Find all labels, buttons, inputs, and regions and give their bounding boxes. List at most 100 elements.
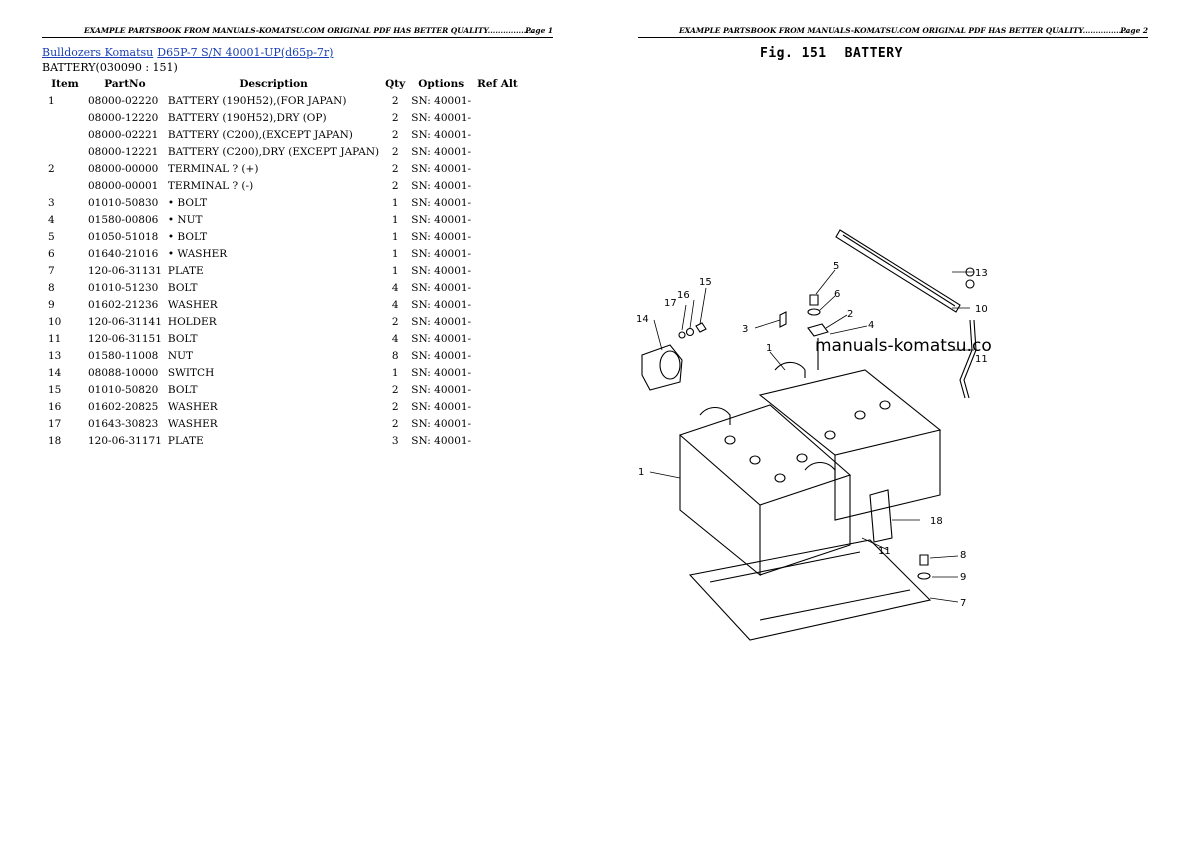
cell-description: TERMINAL ? (-) [167,179,254,192]
bolt-3 [779,311,787,328]
washer-17 [678,331,686,339]
cell-ref-alt [474,228,521,245]
battery-front-right [759,475,851,576]
cell-ref-alt [474,262,521,279]
column-header-item: Item [51,78,79,90]
table-row: 08000-12221 BATTERY (C200),DRY (EXCEPT JA… [42,143,521,160]
cell-qty: 2 [391,315,399,328]
bolt-8 [919,554,929,566]
cell-options: SN: 40001- [411,196,472,209]
callout-15: 15 [699,277,712,288]
cell-item: 8 [48,281,55,294]
cell-options: SN: 40001- [411,264,472,277]
cell-ref-alt [474,313,521,330]
cell-item: 11 [48,332,62,345]
cell-partno: 01640-21016 [88,247,159,260]
cell-ref-alt [474,364,521,381]
battery-front-handle [699,406,731,425]
cell-qty: 1 [391,213,399,226]
cell-description: • WASHER [167,247,228,260]
cell-partno: 08000-00001 [88,179,159,192]
cell-options: SN: 40001- [411,417,472,430]
holder-bar-edge [842,234,956,307]
cell-options: SN: 40001- [411,247,472,260]
bolt-15 [695,322,707,333]
cell-qty: 4 [391,281,399,294]
switch-knob [659,350,681,380]
cell-options: SN: 40001- [411,315,472,328]
callout-13: 13 [975,268,988,279]
cell-item: 6 [48,247,55,260]
callout-14: 14 [636,314,649,325]
cell-partno: 01643-30823 [88,417,159,430]
washer-6 [807,308,821,316]
cell-item: 7 [48,264,55,277]
cell-item: 17 [48,417,62,430]
cell-ref-alt [474,330,521,347]
column-header-options: Options [418,78,465,90]
cell-ref-alt [474,177,521,194]
cell-item: 10 [48,315,62,328]
cell-description: NUT [167,349,193,362]
cell-qty: 2 [391,94,399,107]
callout-1-side: 1 [638,467,644,478]
cell-qty: 4 [391,332,399,345]
page-number: Page 1 [525,26,553,35]
cell-item [42,177,85,194]
cell-partno: 01010-50820 [88,383,159,396]
battery-front-top [678,404,852,506]
nut-13b [965,279,975,289]
cell-ref-alt [474,126,521,143]
cell-options: SN: 40001- [411,230,472,243]
cell-qty: 1 [391,196,399,209]
callout-18: 18 [930,516,943,527]
cell-ref-alt [474,211,521,228]
cell-partno: 01580-00806 [88,213,159,226]
cell-description: BATTERY (190H52),DRY (OP) [167,111,327,124]
cell-description: TERMINAL ? (+) [167,162,259,175]
cell-qty: 2 [391,383,399,396]
callout-2: 2 [847,309,853,320]
callout-17: 17 [664,298,677,309]
cell-options: SN: 40001- [411,179,472,192]
breadcrumb-category-link[interactable]: Bulldozers Komatsu [42,46,154,59]
cell-ref-alt [474,194,521,211]
cell-qty: 2 [391,162,399,175]
battery-caps [724,400,891,483]
cell-ref-alt [474,109,521,126]
cell-partno: 01580-11008 [88,349,159,362]
hook-bolt-edge [963,319,977,399]
table-header-row: Item PartNo Description Qty Options Ref … [42,76,521,92]
cell-partno: 01050-51018 [88,230,159,243]
cell-description: SWITCH [167,366,215,379]
cell-options: SN: 40001- [411,366,472,379]
battery-front-handle-2 [804,461,836,480]
cell-description: BATTERY (C200),DRY (EXCEPT JAPAN) [167,145,380,158]
cell-ref-alt [474,245,521,262]
cell-partno: 08000-12221 [88,145,159,158]
cell-qty: 2 [391,417,399,430]
holder-bar [835,229,961,313]
cell-options: SN: 40001- [411,383,472,396]
cell-options: SN: 40001- [411,145,472,158]
cell-description: WASHER [167,417,218,430]
header-text: EXAMPLE PARTSBOOK FROM MANUALS-KOMATSU.C… [679,26,1129,35]
cell-qty: 2 [391,128,399,141]
base-plate-rib [709,551,861,583]
cell-qty: 8 [391,349,399,362]
watermark: manuals-komatsu.co [815,336,992,356]
breadcrumb-model-link[interactable]: D65P-7 S/N 40001-UP(d65p-7r) [157,46,334,59]
column-header-ref-alt: Ref Alt [477,78,518,90]
